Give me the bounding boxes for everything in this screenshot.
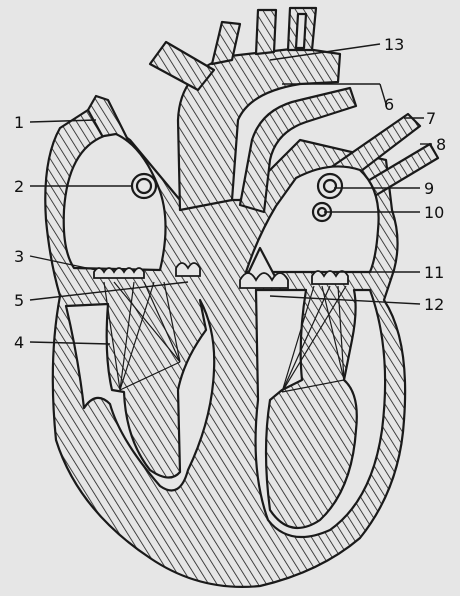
aortic-branch-middle: [256, 10, 276, 54]
label-5: 5: [14, 291, 24, 310]
pulmonary-vein-opening-upper-inner: [324, 180, 336, 192]
label-6: 6: [384, 95, 394, 114]
label-8: 8: [436, 135, 446, 154]
label-10: 10: [424, 203, 444, 222]
label-3: 3: [14, 247, 24, 266]
label-7: 7: [426, 109, 436, 128]
label-4: 4: [14, 333, 24, 352]
aortic-valve: [240, 273, 288, 288]
aortic-branch-lumen: [296, 14, 306, 48]
label-11: 11: [424, 263, 444, 282]
vessel-left-branch: [150, 42, 214, 90]
label-13: 13: [384, 35, 404, 54]
label-1: 1: [14, 113, 24, 132]
label-2: 2: [14, 177, 24, 196]
mitral-valve: [312, 271, 348, 284]
label-12: 12: [424, 295, 444, 314]
label-9: 9: [424, 179, 434, 198]
vena-cava-inferior-opening-inner: [137, 179, 151, 193]
tricuspid-valve: [94, 268, 144, 278]
